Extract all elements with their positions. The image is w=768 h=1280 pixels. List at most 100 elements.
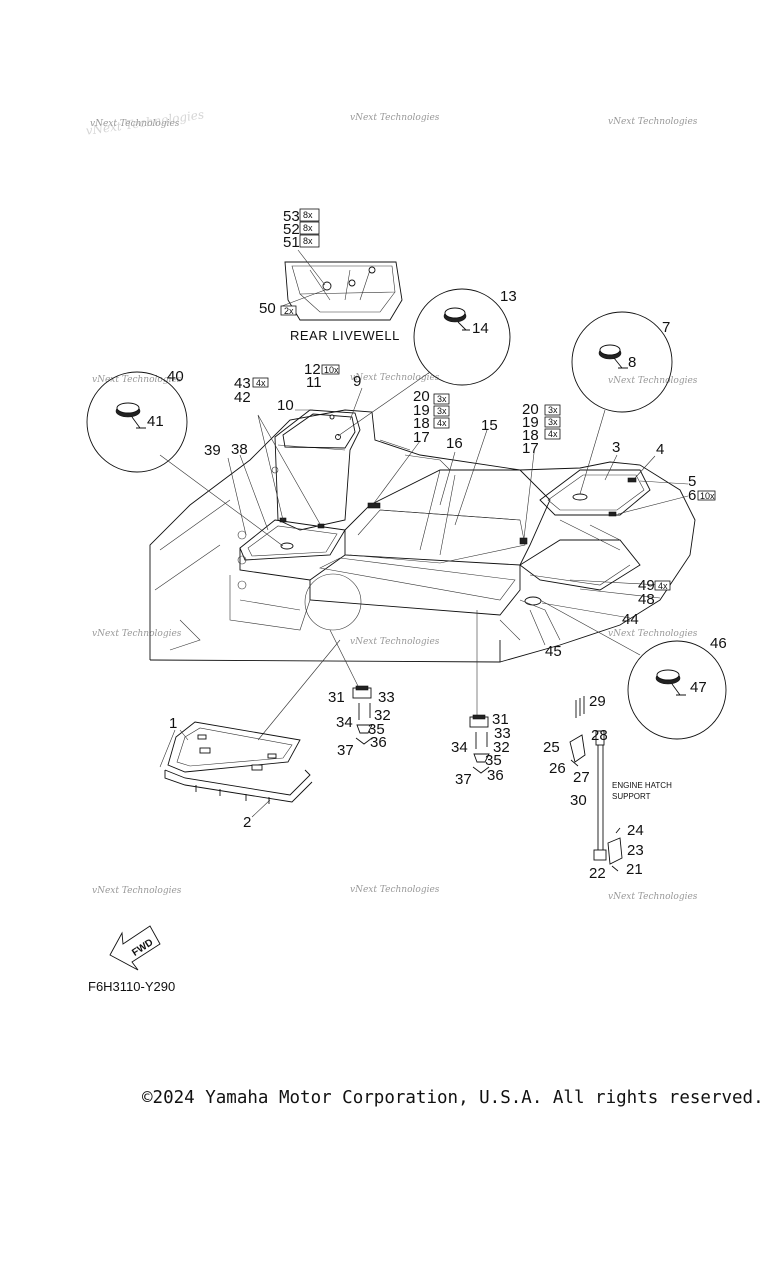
callout-27[interactable]: 27	[573, 769, 590, 786]
callout-48[interactable]: 48	[638, 591, 655, 608]
callout-35b[interactable]: 35	[485, 752, 502, 769]
copyright-notice: ©2024 Yamaha Motor Corporation, U.S.A. A…	[142, 1088, 764, 1108]
watermark: vNext Technologies	[608, 117, 698, 127]
lower-assemblies	[159, 610, 623, 872]
rear-livewell-label: REAR LIVEWELL	[290, 328, 400, 343]
callout-39[interactable]: 39	[204, 442, 221, 459]
callout-26[interactable]: 26	[549, 760, 566, 777]
qty-51: 8x	[303, 236, 313, 246]
engine-hatch-label: ENGINE HATCH	[612, 781, 672, 790]
callout-1[interactable]: 1	[169, 715, 177, 732]
callout-38[interactable]: 38	[231, 441, 248, 458]
callout-2[interactable]: 2	[243, 814, 251, 831]
watermark: vNext Technologies	[92, 375, 182, 385]
qty-19b: 3x	[548, 417, 558, 427]
callout-43[interactable]: 43	[234, 375, 251, 392]
callout-20a[interactable]: 20	[413, 388, 430, 405]
callout-18b[interactable]: 18	[522, 427, 539, 444]
callout-30[interactable]: 30	[570, 792, 587, 809]
callout-16[interactable]: 16	[446, 435, 463, 452]
callout-19a[interactable]: 19	[413, 402, 430, 419]
callout-28[interactable]: 28	[591, 727, 608, 744]
fwd-arrow: FWD	[109, 925, 161, 971]
callout-40[interactable]: 40	[167, 368, 184, 385]
callout-6[interactable]: 6	[688, 487, 696, 504]
callout-25[interactable]: 25	[543, 739, 560, 756]
callout-33a[interactable]: 33	[378, 689, 395, 706]
callout-5[interactable]: 5	[688, 473, 696, 490]
callout-23[interactable]: 23	[627, 842, 644, 859]
callout-15[interactable]: 15	[481, 417, 498, 434]
callout-53[interactable]: 53	[283, 208, 300, 225]
qty-6: 10x	[700, 491, 715, 501]
callout-21[interactable]: 21	[626, 861, 643, 878]
callout-19b[interactable]: 19	[522, 414, 539, 431]
callouts: 53 52 51 50 13 14 7 8 40 41 12 11 9 43 4…	[147, 208, 727, 882]
qty-18a: 4x	[437, 418, 447, 428]
callout-18a[interactable]: 18	[413, 415, 430, 432]
callout-52[interactable]: 52	[283, 221, 300, 238]
callout-50[interactable]: 50	[259, 300, 276, 317]
callout-47[interactable]: 47	[690, 679, 707, 696]
callout-35a[interactable]: 35	[368, 721, 385, 738]
watermark: vNext Technologies	[350, 637, 440, 647]
watermark: vNext Technologies	[350, 885, 440, 895]
callout-33b[interactable]: 33	[494, 725, 511, 742]
watermark: vNext Technologies	[350, 113, 440, 123]
qty-20b: 3x	[548, 405, 558, 415]
callout-7[interactable]: 7	[662, 319, 670, 336]
callout-8[interactable]: 8	[628, 354, 636, 371]
callout-11[interactable]: 11	[306, 374, 322, 391]
detail-circle-7	[571, 311, 673, 413]
callout-3[interactable]: 3	[612, 439, 620, 456]
callout-34b[interactable]: 34	[451, 739, 468, 756]
callout-32a[interactable]: 32	[374, 707, 391, 724]
callout-14[interactable]: 14	[472, 320, 489, 337]
callout-36b[interactable]: 36	[487, 767, 504, 784]
callout-42[interactable]: 42	[234, 389, 251, 406]
callout-31b[interactable]: 31	[492, 711, 509, 728]
watermark: vNext Technologies	[92, 886, 182, 896]
callout-12[interactable]: 12	[304, 361, 321, 378]
diagram-code: F6H3110-Y290	[88, 979, 175, 994]
watermark: vNext Technologies	[608, 376, 698, 386]
callout-13[interactable]: 13	[500, 288, 517, 305]
watermark: vNext Technologies	[90, 119, 180, 129]
callout-31a[interactable]: 31	[328, 689, 345, 706]
watermarks: vNext Technologies vNext Technologies vN…	[85, 107, 698, 902]
qty-52: 8x	[303, 223, 313, 233]
callout-44[interactable]: 44	[622, 611, 639, 628]
watermark: vNext Technologies	[608, 629, 698, 639]
callout-9[interactable]: 9	[353, 373, 361, 390]
qty-49: 4x	[658, 581, 668, 591]
callout-17a[interactable]: 17	[413, 429, 430, 446]
qty-43: 4x	[256, 378, 266, 388]
engine-hatch-support-label: SUPPORT	[612, 792, 651, 801]
callout-45[interactable]: 45	[545, 643, 562, 660]
callout-34a[interactable]: 34	[336, 714, 353, 731]
callout-10[interactable]: 10	[277, 397, 294, 414]
hull-deck	[149, 371, 696, 663]
callout-46[interactable]: 46	[710, 635, 727, 652]
callout-20b[interactable]: 20	[522, 401, 539, 418]
qty-50: 2x	[284, 306, 294, 316]
watermark: vNext Technologies	[350, 373, 440, 383]
watermark: vNext Technologies	[608, 892, 698, 902]
callout-36a[interactable]: 36	[370, 734, 387, 751]
callout-4[interactable]: 4	[656, 441, 664, 458]
callout-32b[interactable]: 32	[493, 739, 510, 756]
callout-49[interactable]: 49	[638, 577, 655, 594]
detail-circle-46	[627, 640, 727, 740]
callout-22[interactable]: 22	[589, 865, 606, 882]
callout-37a[interactable]: 37	[337, 742, 354, 759]
callout-37b[interactable]: 37	[455, 771, 472, 788]
callout-41[interactable]: 41	[147, 413, 164, 430]
callout-29[interactable]: 29	[589, 693, 606, 710]
qty-12: 10x	[324, 365, 339, 375]
callout-17b[interactable]: 17	[522, 440, 539, 457]
callout-51[interactable]: 51	[283, 234, 300, 251]
detail-circle-13	[413, 288, 511, 386]
watermark: vNext Technologies	[92, 629, 182, 639]
callout-24[interactable]: 24	[627, 822, 644, 839]
